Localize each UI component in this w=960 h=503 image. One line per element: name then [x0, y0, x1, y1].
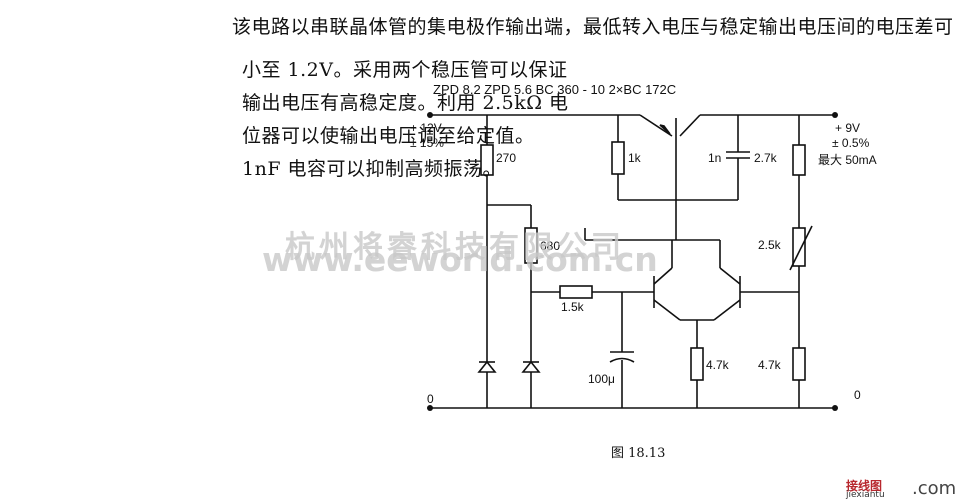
- series-transistor-arrow: [659, 124, 671, 135]
- description-line-2: 小至 1.2V。采用两个稳压管可以保证: [242, 59, 568, 81]
- input-tolerance-label: ± 15%: [410, 136, 444, 150]
- series-transistor-emitter: [639, 114, 673, 137]
- label-r4k7-right: 4.7k: [758, 358, 781, 372]
- label-c100u: 100μ: [588, 372, 615, 386]
- zener-diode-left: [477, 360, 497, 373]
- output-terminal: [832, 112, 838, 118]
- label-r270: 270: [496, 151, 517, 165]
- resistor-4k7-mid: [690, 347, 704, 381]
- figure-caption: 图 18.13: [611, 446, 666, 461]
- ground-label-right: 0: [854, 388, 861, 402]
- output-voltage-label: + 9V: [835, 121, 861, 135]
- input-voltage-label: + 12V: [410, 121, 442, 135]
- corner-mark-url: jiexiantu: [846, 490, 885, 500]
- capacitor-100u-plate-bottom: [609, 357, 635, 363]
- resistor-2k7: [792, 144, 806, 176]
- parts-header: ZPD 8.2 ZPD 5.6 BC 360 - 10 2×BC 172C: [433, 82, 677, 97]
- series-transistor-collector: [679, 114, 701, 137]
- resistor-270: [480, 144, 494, 176]
- resistor-4k7-right: [792, 347, 806, 381]
- corner-mark-cn: 接线图: [846, 479, 883, 493]
- description-line-1: 该电路以串联晶体管的集电极作输出端，最低转入电压与稳定输出电压间的电压差可: [232, 16, 954, 38]
- description-line-4: 位器可以使输出电压调至给定值。: [242, 125, 535, 147]
- label-r4k7-mid: 4.7k: [706, 358, 729, 372]
- ground-terminal-right: [832, 405, 838, 411]
- label-r680: 680: [540, 239, 561, 253]
- description-line-5: 1nF 电容可以抑制高频振荡。: [242, 158, 503, 180]
- output-tolerance-label: ± 0.5%: [832, 136, 870, 150]
- corner-mark-dotcom: .com: [912, 478, 957, 499]
- watermark-url: www.eeworld.com.cn: [262, 240, 658, 279]
- label-r1k5: 1.5k: [561, 300, 584, 314]
- ground-label-left: 0: [427, 392, 434, 406]
- watermark-company: 杭州将睿科技有限公司: [285, 230, 625, 265]
- label-pot: 2.5k: [758, 238, 781, 252]
- resistor-1k: [611, 141, 625, 175]
- label-r2k7: 2.7k: [754, 151, 777, 165]
- ground-terminal-left: [427, 405, 433, 411]
- resistor-1k5: [559, 285, 593, 299]
- label-c1n: 1n: [708, 151, 722, 165]
- label-r1k: 1k: [628, 151, 641, 165]
- description-line-3: 输出电压有高稳定度。利用 2.5kΩ 电: [242, 92, 569, 114]
- zener-diode-right: [521, 360, 541, 373]
- output-max-current-label: 最大 50mA: [818, 153, 877, 167]
- input-terminal: [427, 112, 433, 118]
- potentiometer-wiper: [789, 225, 813, 271]
